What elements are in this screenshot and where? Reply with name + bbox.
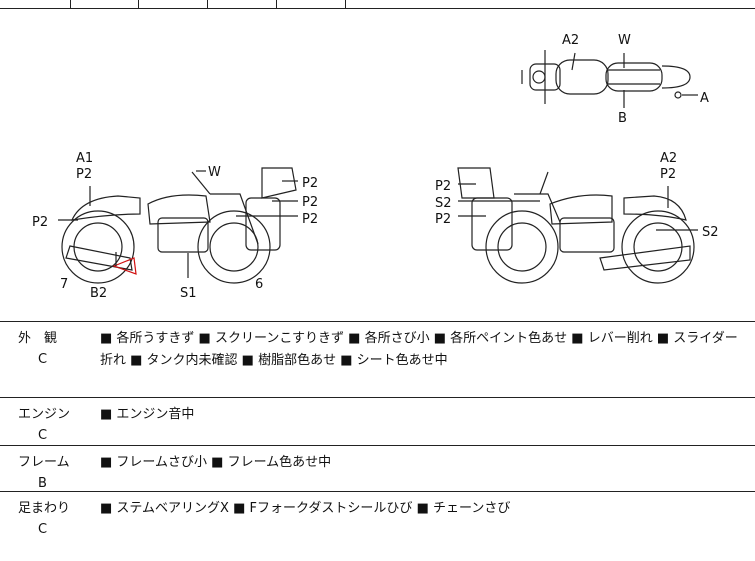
condition-items: ■ 各所うすきず ■ スクリーンこすりきず ■ 各所さび小 ■ 各所ペイント色あ…	[100, 331, 738, 368]
category-name: 外 観	[18, 331, 58, 346]
condition-row-exterior: 外 観 C ■ 各所うすきず ■ スクリーンこすりきず ■ 各所さび小 ■ 各所…	[0, 322, 755, 398]
label-a2-top: A2	[562, 33, 579, 48]
label-s2-right-side: S2	[702, 225, 719, 240]
label-p2-right-top: P2	[660, 167, 676, 182]
label-p2-left-side: P2	[32, 215, 48, 230]
condition-row-suspension: 足まわり C ■ ステムベアリングX ■ Fフォークダストシールひび ■ チェー…	[0, 492, 755, 561]
label-w-left: W	[208, 165, 221, 180]
label-p2-left-2: P2	[302, 195, 318, 210]
motorcycle-top-view	[521, 50, 691, 104]
label-6: 6	[255, 277, 263, 292]
label-b2: B2	[90, 286, 107, 301]
label-p2-left-top: P2	[76, 167, 92, 182]
label-w-top: W	[618, 33, 631, 48]
category-grade: B	[38, 476, 47, 491]
label-p2-left-1: P2	[302, 176, 318, 191]
label-b-top: B	[618, 111, 627, 126]
label-s1: S1	[180, 286, 197, 301]
label-s2-right: S2	[435, 196, 452, 211]
condition-items: ■ フレームさび小 ■ フレーム色あせ中	[100, 455, 332, 470]
label-p2-left-3: P2	[302, 212, 318, 227]
category-grade: C	[38, 522, 48, 537]
condition-items: ■ ステムベアリングX ■ Fフォークダストシールひび ■ チェーンさび	[100, 501, 511, 516]
condition-category: 外 観 C	[18, 328, 78, 370]
category-grade: C	[38, 352, 48, 367]
category-grade: C	[38, 428, 48, 443]
category-name: フレーム	[18, 455, 70, 470]
condition-category: 足まわり C	[18, 498, 78, 540]
category-name: 足まわり	[18, 501, 71, 516]
condition-row-frame: フレーム B ■ フレームさび小 ■ フレーム色あせ中	[0, 446, 755, 492]
label-7: 7	[60, 277, 68, 292]
motorcycle-diagram-svg: A2 W B A A1 P2 P2 W P2 P2 P2 7 B2 S1 6 P…	[32, 33, 719, 301]
condition-row-engine: エンジン C ■ エンジン音中	[0, 398, 755, 446]
label-a1-left: A1	[76, 151, 93, 166]
motorcycle-right-view	[457, 167, 695, 284]
damage-diagram: A2 W B A A1 P2 P2 W P2 P2 P2 7 B2 S1 6 P…	[0, 8, 755, 322]
label-p2-right-1: P2	[435, 179, 451, 194]
category-name: エンジン	[18, 407, 71, 422]
label-a-top: A	[700, 91, 709, 106]
motorcycle-left-view	[61, 167, 297, 284]
condition-category: エンジン C	[18, 404, 78, 446]
condition-items: ■ エンジン音中	[100, 407, 195, 422]
previous-table-edge	[0, 0, 755, 9]
condition-category: フレーム B	[18, 452, 78, 494]
label-p2-right-2: P2	[435, 212, 451, 227]
label-a2-right: A2	[660, 151, 677, 166]
